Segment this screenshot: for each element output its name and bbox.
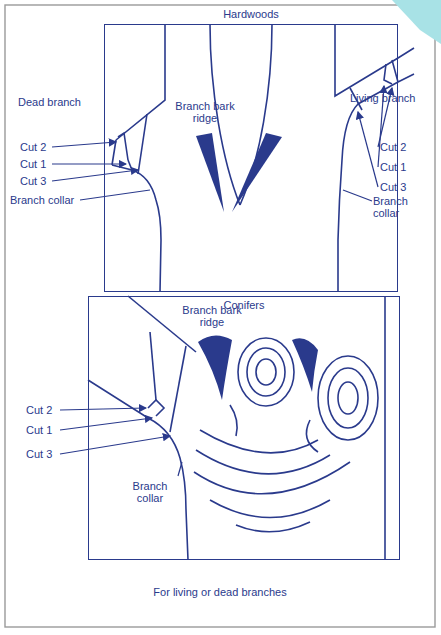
part-label: Dead branch: [18, 96, 81, 108]
hardwood-fork: [112, 24, 414, 292]
panel-heading: Conifers: [89, 299, 399, 311]
leader-line: [80, 190, 372, 476]
part-label: Living branch: [350, 92, 415, 104]
part-label: Cut 1: [26, 424, 52, 436]
part-label: Branch collar: [122, 480, 178, 504]
cut-1-notch: [384, 64, 392, 84]
part-label: For living or dead branches: [153, 586, 286, 598]
part-label: Cut 2: [380, 141, 406, 153]
branch-bark-ridge: [196, 133, 282, 212]
illustration-panel: Conifers: [88, 296, 400, 560]
part-label: Branch bark ridge: [170, 100, 240, 124]
part-label: Cut 1: [380, 161, 406, 173]
part-label: Cut 1: [20, 158, 46, 170]
part-label: Cut 2: [20, 141, 46, 153]
leader-line: [52, 86, 392, 454]
part-label: Branch collar: [373, 195, 433, 219]
part-label: Branch bark ridge: [177, 304, 247, 328]
illustration-panel: Hardwoods: [104, 24, 398, 292]
part-label: Branch collar: [10, 194, 74, 206]
branch-bark-ridge: [198, 335, 318, 400]
cut-3-line: [170, 346, 186, 432]
cut-3-line: [138, 114, 147, 174]
cut-2-line: [118, 133, 128, 160]
part-label: Cut 2: [26, 404, 52, 416]
part-label: Cut 3: [380, 181, 406, 193]
cut-1-notch: [148, 400, 164, 416]
conifer-trunk: [88, 296, 385, 560]
outer-frame: [5, 5, 435, 627]
corner-tab: [392, 0, 441, 44]
panel-heading: Hardwoods: [105, 8, 397, 20]
part-label: Cut 3: [20, 175, 46, 187]
part-label: Cut 3: [26, 448, 52, 460]
